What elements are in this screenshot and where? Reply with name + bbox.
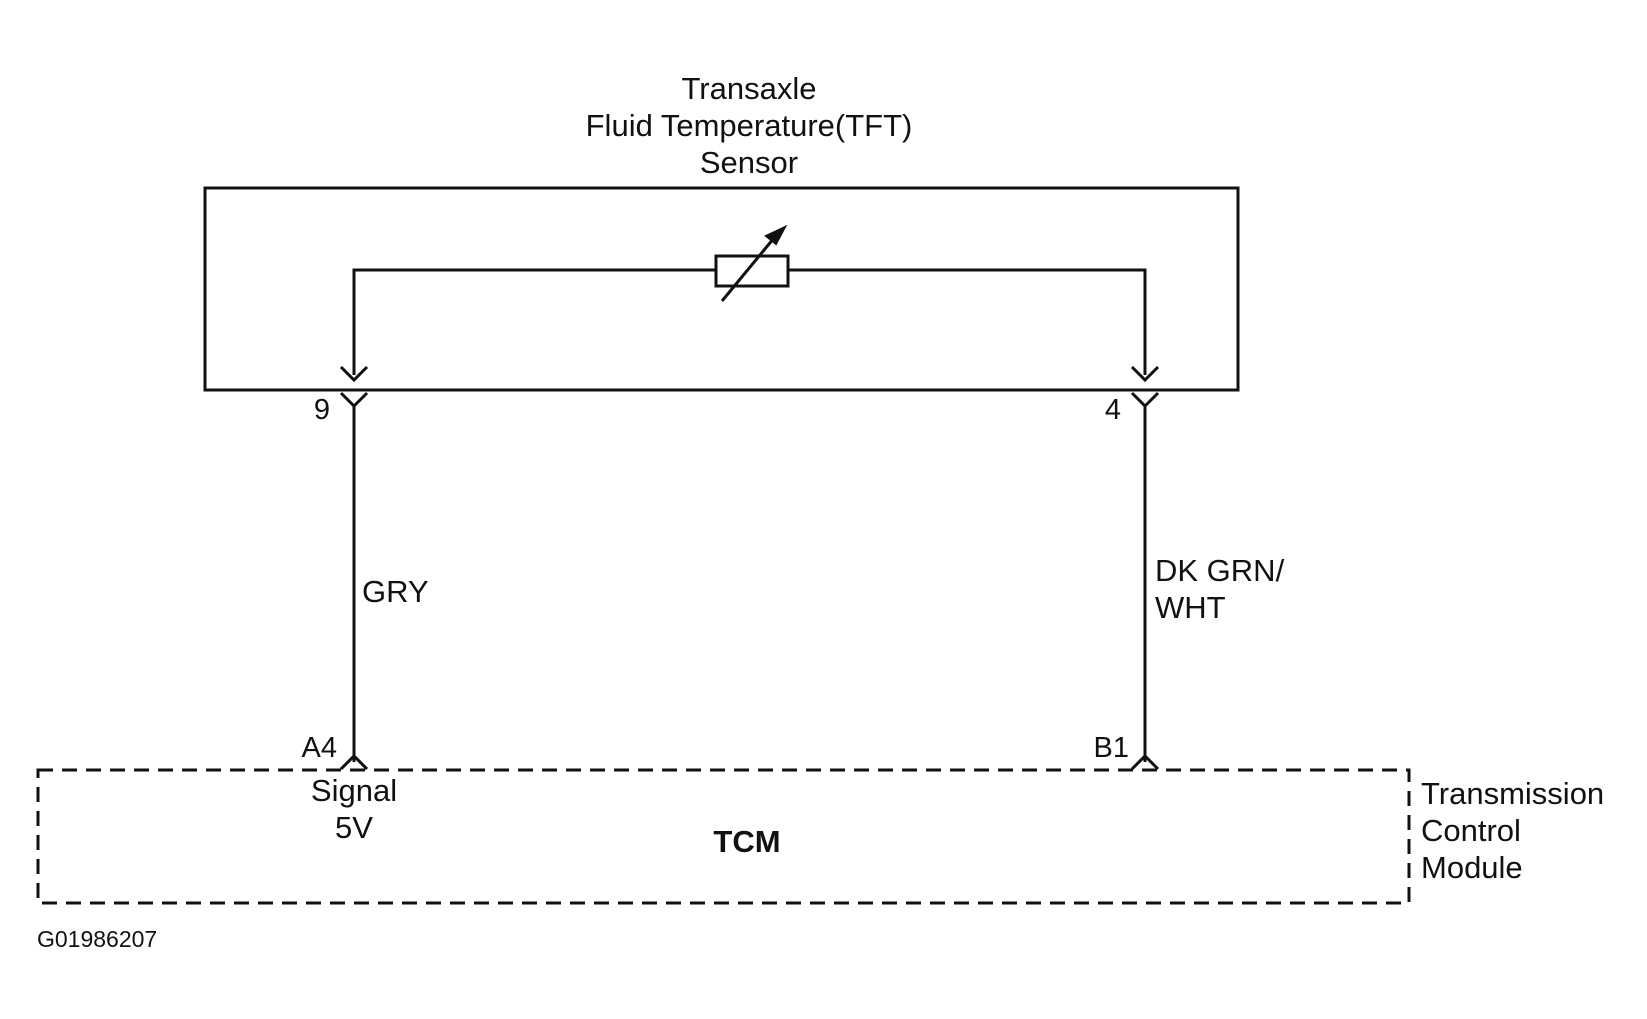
connector-tcm-right — [1130, 753, 1160, 771]
tcm-side-label-line-1: Transmission — [1421, 776, 1604, 811]
wire-left-color-label: GRY — [362, 574, 429, 609]
tcm-pin-a4-label: A4 — [302, 732, 337, 764]
tcm-signal-line-1: Signal — [311, 773, 397, 808]
variable-arrow-shaft — [720, 237, 776, 302]
wire-right-color-line-1: DK GRN/ — [1155, 553, 1285, 588]
sensor-title-line-3: Sensor — [700, 145, 798, 180]
sensor-title-line-2: Fluid Temperature(TFT) — [586, 108, 913, 143]
sensor-box — [203, 186, 1240, 392]
sensor-internal-circuit — [352, 224, 1147, 375]
figure-id: G01986207 — [37, 926, 157, 952]
tcm-signal-line-2: 5V — [335, 810, 373, 845]
tcm-box-label: TCM — [713, 824, 780, 859]
thermistor-symbol — [714, 254, 790, 288]
variable-arrow-head-icon — [764, 224, 788, 246]
tcm-side-label-line-2: Control — [1421, 813, 1521, 848]
tcm-pin-b1-label: B1 — [1094, 732, 1129, 764]
wire-right-color-line-2: WHT — [1155, 590, 1226, 625]
sensor-title-line-1: Transaxle — [682, 71, 817, 106]
connector-tcm-left — [339, 753, 369, 771]
sensor-pin-9-label: 9 — [314, 394, 330, 426]
sensor-title: Transaxle Fluid Temperature(TFT) Sensor — [586, 71, 913, 180]
tcm-box — [36, 768, 1411, 905]
sensor-pin-4-label: 4 — [1105, 394, 1121, 426]
tcm-side-label-line-3: Module — [1421, 850, 1523, 885]
